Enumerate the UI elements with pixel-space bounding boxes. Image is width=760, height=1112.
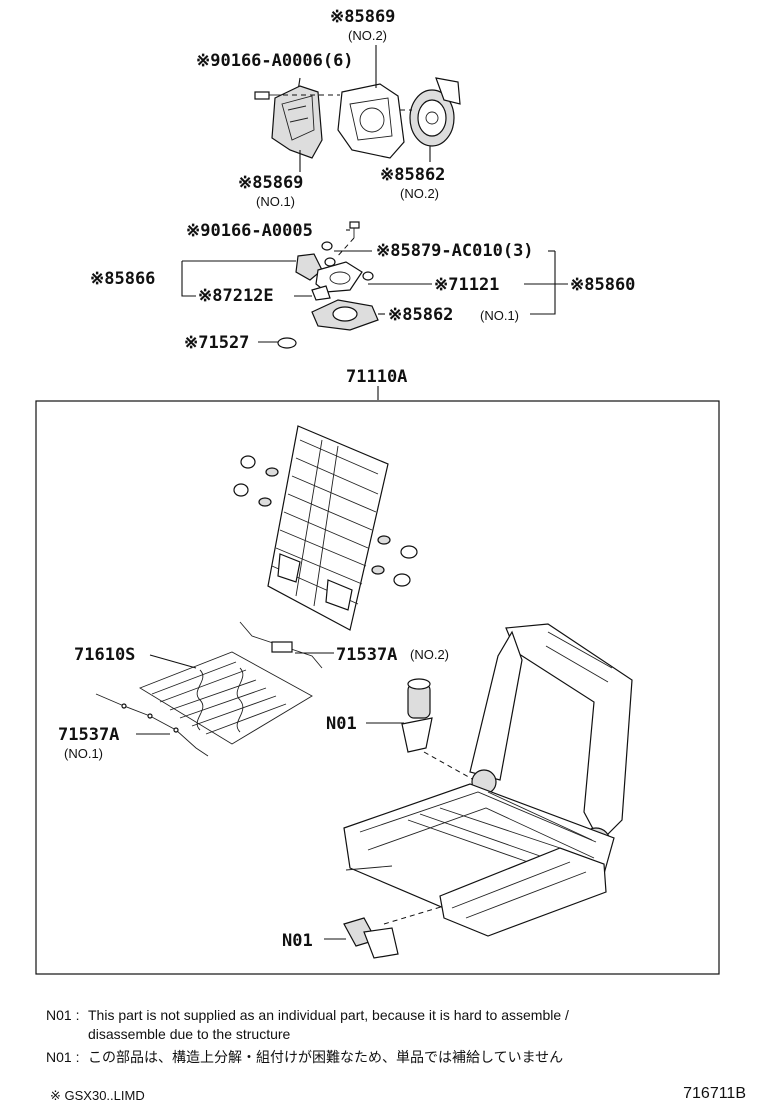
note-english: N01 : This part is not supplied as an in… [46,1006,726,1044]
wire-71537a-no1-drawing [95,693,209,757]
plate-85862-no1-drawing [311,299,379,331]
label-71110a: 71110A [346,367,407,387]
note-japanese-text: この部品は、構造上分解・組付けが困難なため、単品では補給していません [88,1049,564,1065]
bracket-85869-no2-drawing [337,83,405,159]
seat-frame-drawing [343,623,633,937]
clip-85879-drawing [321,241,374,281]
label-90166-a0006: ※90166-A0006(6) [196,51,354,71]
figure-id: 716711B [683,1085,746,1102]
notes-section: N01 : This part is not supplied as an in… [46,1006,726,1067]
note-english-cont: disassemble due to the structure [88,1026,291,1042]
pivot-assembly [181,221,568,349]
label-n01-upper: N01 [326,714,357,734]
motor-85862-no2-drawing [409,77,461,147]
label-85869-no1-sub: (NO.1) [256,194,295,209]
label-85860: ※85860 [570,275,635,295]
label-71527: ※71527 [184,333,249,353]
note-english-label: N01 : [46,1007,80,1023]
note-english-text: This part is not supplied as an individu… [88,1007,569,1023]
label-85862-no2-sub: (NO.2) [400,186,439,201]
note-english-body: This part is not supplied as an individu… [88,1006,569,1044]
applicability-note: ※ GSX30..LIMD [50,1088,145,1103]
wire-71537a-no2-drawing [239,621,323,669]
label-85862-no1-sub: (NO.1) [480,308,519,323]
recliner-motor-n01-drawing [401,678,433,753]
slide-motor-n01-drawing [343,917,399,959]
label-85869-no2-num: ※85869 [330,7,395,27]
note-japanese: N01 : この部品は、構造上分解・組付けが困難なため、単品では補給していません [46,1048,726,1067]
seat-frame-group-box [35,400,720,975]
label-85879-ac010: ※85879-AC010(3) [376,241,534,261]
label-71537a-no1-num: 71537A [58,725,119,745]
label-87212e: ※87212E [198,286,274,306]
gear-85866-drawing [295,253,323,281]
bracket-85869-no1-drawing [271,85,323,159]
label-85862-no2-num: ※85862 [380,165,445,185]
label-85869-no1-num: ※85869 [238,173,303,193]
screw-90166-a0005-drawing [349,221,360,238]
cap-71527-drawing [277,337,297,349]
note-japanese-label: N01 : [46,1049,80,1065]
label-71610s: 71610S [74,645,135,665]
label-71121: ※71121 [434,275,499,295]
seatback-clips-right [371,535,418,587]
label-85869-no2-sub: (NO.2) [348,28,387,43]
label-71537a-no2-num: 71537A [336,645,397,665]
label-n01-lower: N01 [282,931,313,951]
seatback-clips-left [233,455,279,507]
label-90166-a0005: ※90166-A0005 [186,221,313,241]
label-71537a-no2-sub: (NO.2) [410,647,449,662]
upper-bracket-assembly [254,45,461,172]
label-85862-no1-num: ※85862 [388,305,453,325]
label-71537a-no1-sub: (NO.1) [64,746,103,761]
cushion-spring-drawing [138,651,313,745]
seatback-spring-drawing [233,425,418,631]
label-85866: ※85866 [90,269,155,289]
